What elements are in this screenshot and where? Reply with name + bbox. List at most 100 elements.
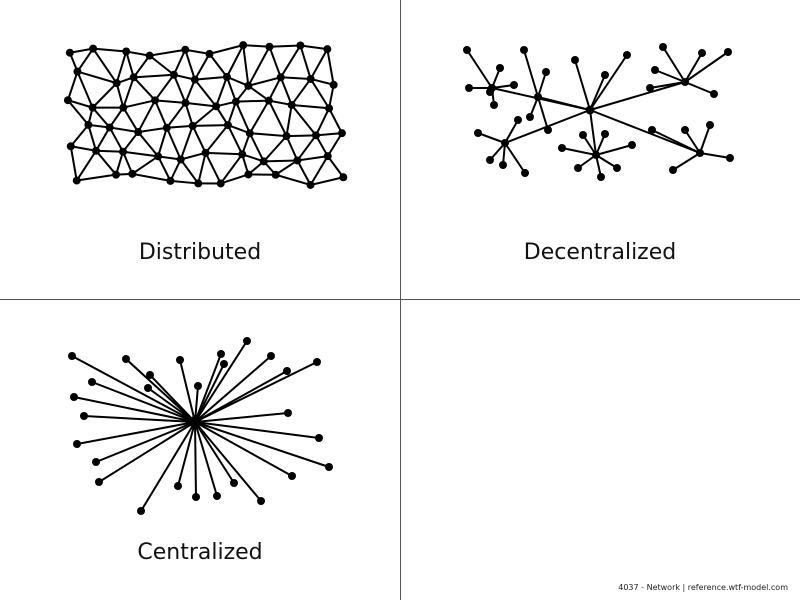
edge bbox=[95, 149, 124, 153]
edge bbox=[595, 154, 618, 169]
edge bbox=[194, 412, 289, 423]
edge bbox=[83, 415, 196, 423]
node bbox=[571, 56, 579, 64]
edge bbox=[193, 53, 211, 81]
edge bbox=[91, 82, 118, 109]
edge bbox=[137, 126, 167, 134]
edge bbox=[184, 102, 194, 127]
edge bbox=[204, 152, 222, 184]
edge bbox=[92, 48, 118, 84]
node bbox=[73, 67, 82, 76]
node bbox=[166, 176, 175, 185]
node bbox=[65, 48, 74, 57]
node bbox=[597, 173, 605, 181]
node bbox=[651, 66, 659, 74]
edge bbox=[197, 152, 207, 184]
edge bbox=[249, 132, 287, 138]
edge bbox=[166, 124, 193, 129]
edge bbox=[662, 46, 686, 83]
edge bbox=[537, 96, 549, 131]
node bbox=[112, 170, 121, 179]
node bbox=[501, 139, 509, 147]
node bbox=[698, 49, 706, 57]
edge bbox=[280, 76, 311, 80]
node bbox=[520, 46, 528, 54]
node bbox=[80, 412, 88, 420]
edge bbox=[561, 147, 597, 156]
node bbox=[710, 90, 718, 98]
edge bbox=[122, 151, 134, 175]
edge bbox=[132, 172, 171, 182]
edge bbox=[684, 52, 703, 83]
edge bbox=[285, 104, 293, 137]
node bbox=[499, 161, 507, 169]
edge bbox=[147, 387, 196, 423]
node bbox=[122, 355, 130, 363]
node bbox=[212, 102, 221, 111]
edge bbox=[504, 119, 519, 144]
edge bbox=[219, 153, 244, 185]
node bbox=[190, 75, 199, 84]
edge bbox=[185, 48, 210, 55]
node bbox=[669, 166, 677, 174]
edge bbox=[122, 150, 159, 158]
edge bbox=[269, 44, 301, 48]
edge bbox=[184, 49, 196, 80]
node bbox=[92, 146, 101, 155]
node bbox=[542, 68, 550, 76]
edge bbox=[194, 421, 262, 502]
node bbox=[490, 101, 498, 109]
node bbox=[465, 84, 473, 92]
edge bbox=[194, 78, 217, 107]
node bbox=[188, 121, 197, 130]
centralized-label: Centralized bbox=[137, 540, 263, 565]
edge bbox=[149, 374, 196, 423]
node bbox=[284, 409, 292, 417]
node bbox=[276, 73, 285, 82]
edge bbox=[122, 77, 135, 108]
node bbox=[601, 71, 609, 79]
node bbox=[296, 41, 305, 50]
node bbox=[486, 156, 494, 164]
edge bbox=[296, 159, 312, 186]
edge bbox=[242, 44, 250, 86]
node bbox=[231, 97, 240, 106]
edge bbox=[466, 49, 493, 89]
edge bbox=[208, 53, 228, 78]
edge bbox=[76, 48, 94, 73]
edge bbox=[537, 96, 591, 111]
node bbox=[70, 393, 78, 401]
node bbox=[521, 169, 529, 177]
node bbox=[174, 482, 182, 490]
edge bbox=[243, 44, 270, 48]
edge bbox=[166, 102, 187, 129]
footer-credit: 4037 - Network | reference.wtf-model.com bbox=[618, 583, 788, 592]
edge bbox=[71, 355, 196, 423]
edge bbox=[290, 78, 312, 106]
node bbox=[534, 93, 542, 101]
edge bbox=[125, 51, 135, 78]
edge bbox=[279, 44, 302, 78]
edge bbox=[170, 179, 199, 185]
vertical-divider bbox=[400, 0, 401, 600]
edge bbox=[537, 71, 547, 98]
edge bbox=[87, 124, 97, 152]
edge bbox=[66, 71, 79, 101]
decentralized-label: Decentralized bbox=[523, 240, 677, 265]
edge bbox=[191, 125, 207, 154]
edge bbox=[194, 363, 225, 423]
edge bbox=[699, 152, 731, 159]
node bbox=[696, 149, 704, 157]
edge bbox=[247, 46, 271, 87]
edge bbox=[192, 105, 217, 127]
edge bbox=[279, 76, 293, 106]
node bbox=[313, 358, 321, 366]
edge bbox=[326, 155, 345, 178]
edge bbox=[315, 132, 343, 137]
edge bbox=[649, 81, 686, 89]
edge bbox=[95, 150, 117, 176]
edge bbox=[309, 48, 329, 80]
node bbox=[238, 150, 247, 159]
edge bbox=[234, 101, 251, 134]
